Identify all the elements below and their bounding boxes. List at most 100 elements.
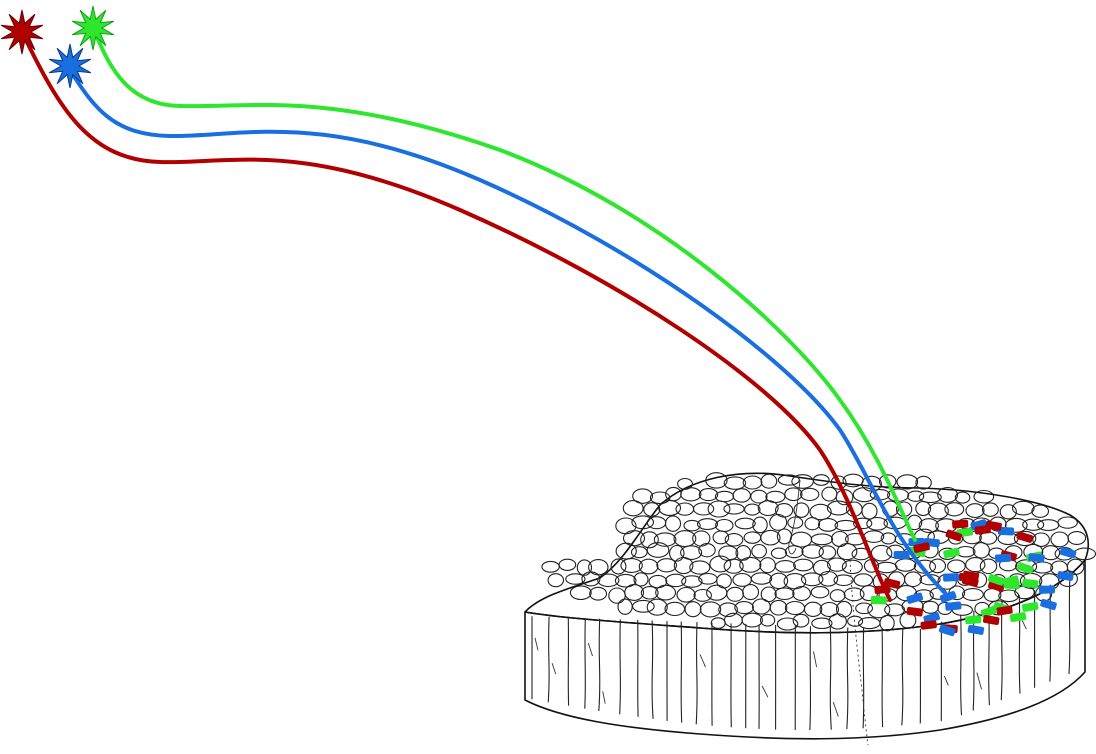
epithelial-cell <box>878 474 897 489</box>
epithelial-cell <box>734 517 756 530</box>
epithelial-cell <box>776 617 799 631</box>
epithelial-cell <box>973 489 995 504</box>
epithelial-cell <box>921 600 940 614</box>
epithelial-cell <box>751 598 771 615</box>
epithelial-cell <box>547 573 565 588</box>
column-nucleus <box>1021 620 1027 630</box>
epithelial-cell <box>833 574 854 587</box>
column-line <box>1049 584 1052 682</box>
epithelial-cell <box>965 503 985 519</box>
receptor-mark <box>906 592 924 604</box>
epithelial-cell <box>1031 561 1054 574</box>
receptor-mark <box>1002 575 1020 587</box>
epithelial-cell <box>879 614 895 632</box>
epithelial-cell <box>792 585 811 602</box>
epithelial-cell <box>1015 559 1038 574</box>
epithelial-cell <box>817 518 839 532</box>
epithelial-cell <box>1022 518 1045 531</box>
epithelial-cell <box>918 491 942 504</box>
epithelial-cell <box>811 617 833 630</box>
epithelial-cell <box>884 603 906 617</box>
epithelial-cell <box>937 486 959 503</box>
epithelial-cell <box>646 516 667 530</box>
epithelial-cell <box>735 545 752 561</box>
column-line <box>829 626 832 730</box>
tissue-midline <box>849 559 869 746</box>
epithelial-cell <box>1057 516 1078 529</box>
epithelial-cell <box>710 617 726 629</box>
epithelial-cell <box>696 518 719 531</box>
epithelial-cell <box>784 600 806 616</box>
epithelial-cell <box>841 559 863 575</box>
receptor-mark <box>982 614 1000 626</box>
epithelial-cell <box>1032 532 1050 547</box>
epithelial-cell <box>648 574 668 589</box>
epithelial-cell <box>774 560 796 573</box>
epithelial-cell <box>793 558 814 572</box>
receptor-mark <box>997 526 1015 536</box>
epithelial-cell <box>734 601 754 615</box>
epithelial-cell <box>759 613 776 627</box>
epithelial-cell <box>620 558 643 573</box>
epithelial-cell <box>676 586 696 603</box>
epithelial-cell <box>541 560 560 573</box>
epithelial-cell <box>664 515 682 532</box>
epithelial-cell <box>1037 519 1060 532</box>
epithelial-cell <box>698 488 719 502</box>
epithelial-cell <box>800 572 824 587</box>
epithelial-cell <box>830 475 847 490</box>
receptor-mark <box>1022 578 1039 589</box>
receptor-mark <box>994 553 1012 563</box>
epithelial-cell <box>699 601 722 618</box>
epithelial-cell <box>750 572 773 585</box>
epithelial-cell <box>705 472 728 489</box>
receptor-mark <box>945 601 962 611</box>
epithelial-cell <box>640 531 659 549</box>
epithelial-cell <box>835 489 854 506</box>
epithelial-cell <box>565 573 586 585</box>
receptor-mark <box>1009 612 1027 623</box>
epithelial-cell <box>693 588 712 602</box>
column-nucleus <box>602 691 606 704</box>
epithelial-cell <box>774 587 795 601</box>
epithelial-cell <box>680 487 702 502</box>
receptor-mark <box>980 605 998 618</box>
column-nucleus <box>761 685 769 698</box>
epithelial-cell <box>810 586 830 599</box>
epithelial-cell <box>791 474 814 489</box>
epithelial-cell <box>653 532 677 547</box>
tissue-cell-mosaic <box>541 472 1096 632</box>
epithelial-cell <box>631 515 655 530</box>
epithelial-cell <box>818 545 837 560</box>
column-line <box>584 618 586 709</box>
epithelial-cell <box>809 503 832 521</box>
epithelial-cell <box>718 602 738 618</box>
epithelial-cell <box>965 557 986 573</box>
receptor-mark <box>1028 553 1045 563</box>
epithelial-cell <box>739 556 762 573</box>
epithelial-cell <box>1013 530 1037 547</box>
epithelial-cell <box>769 513 788 531</box>
epithelial-cell <box>793 502 810 518</box>
epithelial-cell <box>800 487 820 502</box>
column-line <box>695 622 698 725</box>
epithelial-cell <box>915 475 932 490</box>
epithelial-cell <box>821 486 838 502</box>
epithelial-cell <box>812 559 831 576</box>
red-fibre <box>22 34 892 602</box>
column-line <box>680 621 683 723</box>
epithelial-cell <box>1066 558 1085 575</box>
epithelial-cell <box>784 545 804 559</box>
epithelial-cell <box>972 542 990 559</box>
receptor-mark <box>965 615 982 625</box>
epithelial-cell <box>812 474 830 486</box>
column-line <box>901 629 904 726</box>
epithelial-cell <box>683 519 701 532</box>
epithelial-cell <box>673 556 694 575</box>
receptor-mark <box>996 605 1013 616</box>
epithelial-cell <box>1073 547 1096 561</box>
red-burst-icon <box>0 9 44 55</box>
epithelial-cell <box>757 500 779 517</box>
epithelial-cell <box>843 587 865 602</box>
